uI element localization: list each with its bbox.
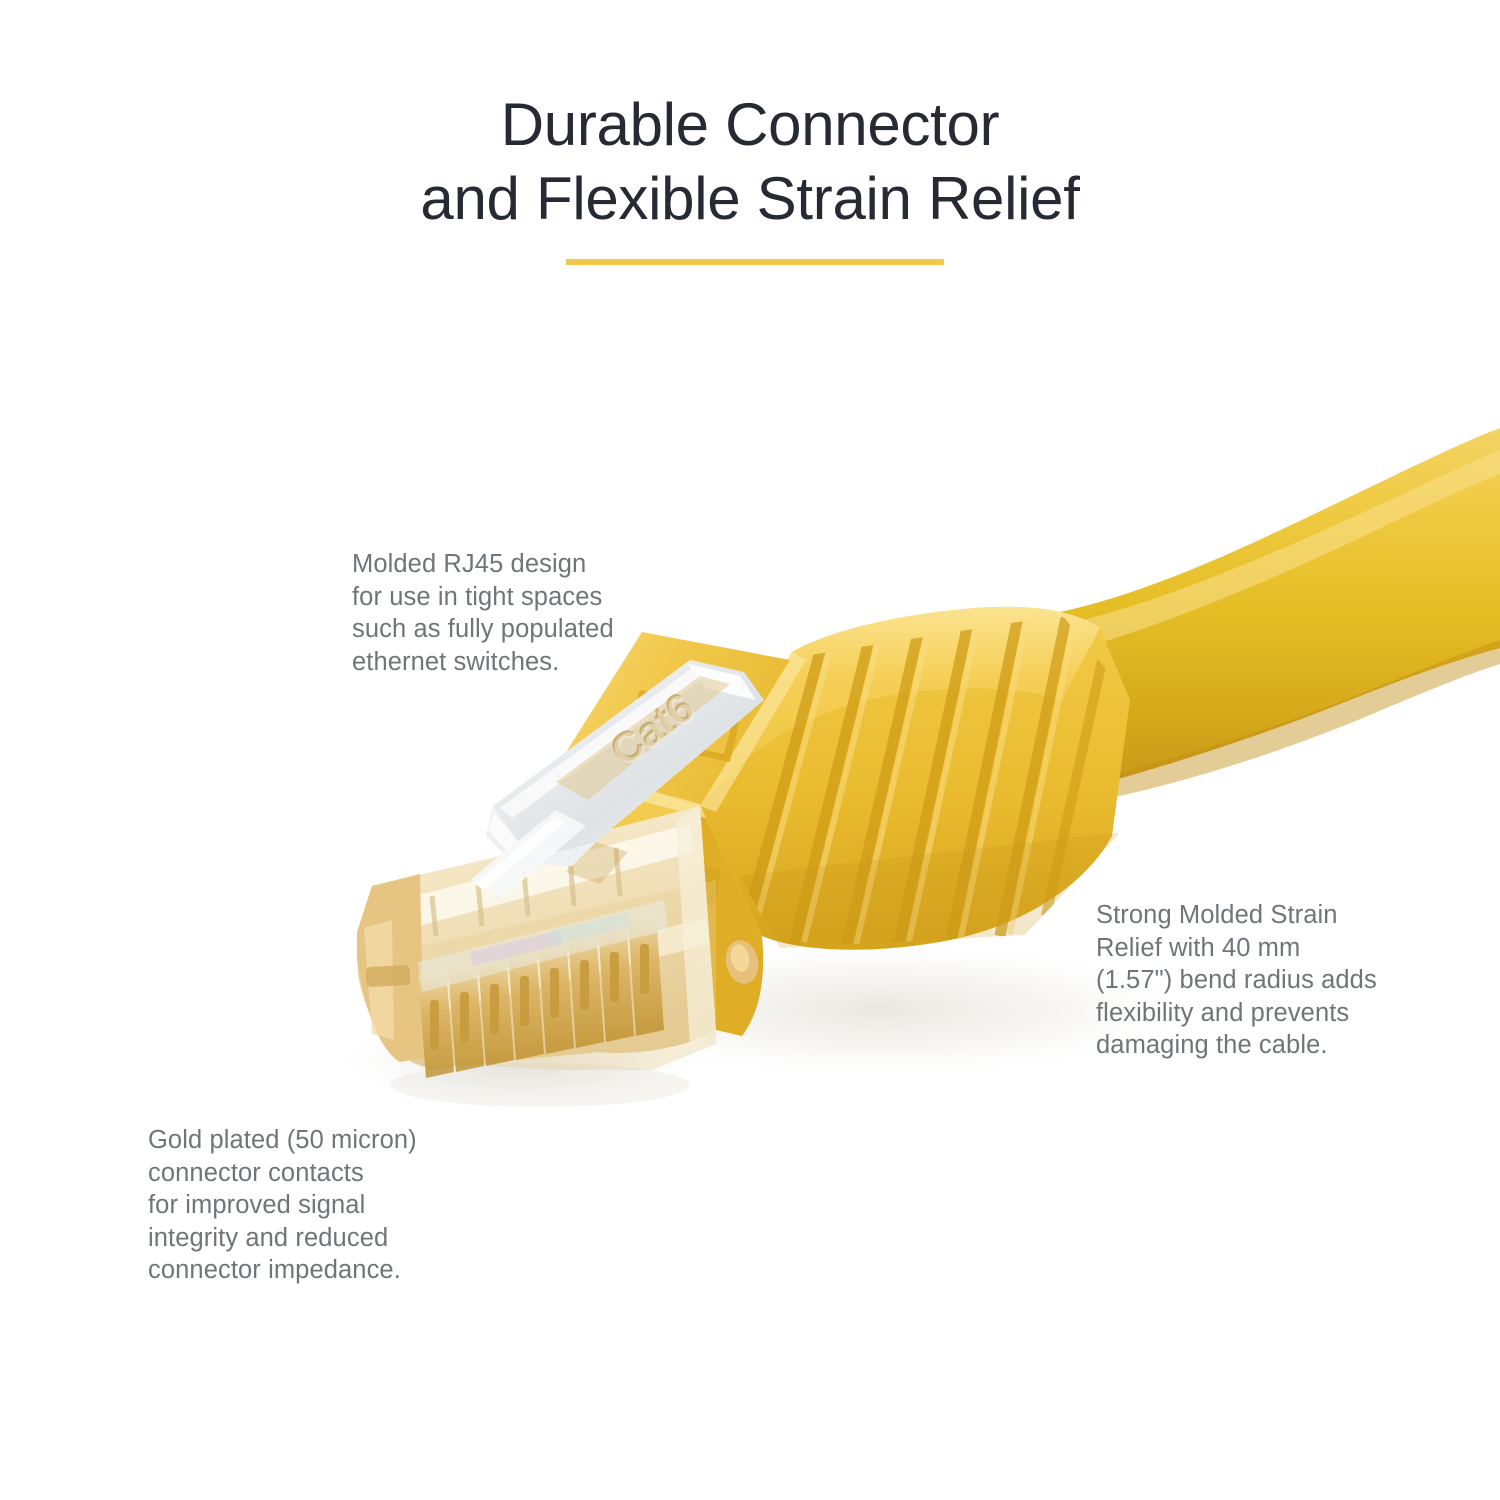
callout-molded-rj45-design: Molded RJ45 design for use in tight spac…: [352, 550, 614, 676]
strain-relief-boot: [700, 606, 1135, 950]
connector-body-yellow: [556, 632, 790, 1053]
gold-contacts: [418, 900, 668, 1078]
cable-jacket: [1040, 428, 1500, 800]
green-indicator-dot: [624, 839, 648, 873]
rj45-latch-tab: Cat6 Cat6: [486, 660, 764, 884]
page-header: Durable Connector and Flexible Strain Re…: [0, 88, 1500, 236]
boot-ribs: [700, 615, 1135, 948]
rj45-clear-housing: [357, 806, 716, 1078]
page-title-line-2: and Flexible Strain Relief: [420, 165, 1080, 232]
callout-gold-plated-contacts: Gold plated (50 micron) connector contac…: [148, 1126, 417, 1284]
product-shadow-2: [330, 1012, 710, 1108]
title-accent-bar: [566, 259, 944, 265]
latch-spring-arm: [470, 810, 586, 898]
latch-emboss-label: Cat6: [601, 682, 702, 774]
callout-strong-molded-strain-relief: Strong Molded Strain Relief with 40 mm (…: [1096, 901, 1377, 1059]
page-title-line-1: Durable Connector: [500, 91, 1000, 158]
svg-text:Cat6: Cat6: [603, 684, 704, 776]
